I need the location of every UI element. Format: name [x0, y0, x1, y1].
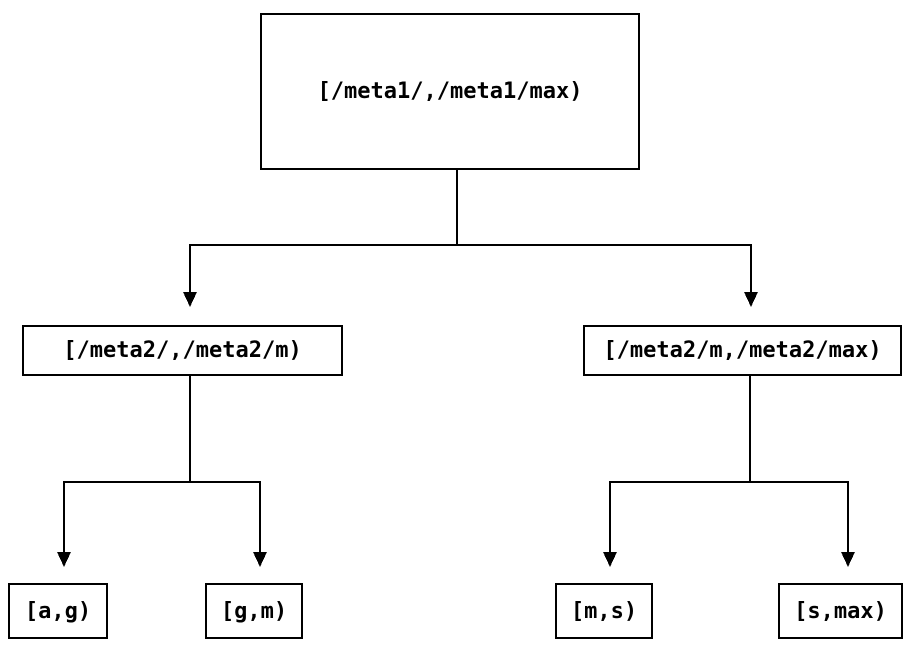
arrowhead-down-icon — [744, 292, 758, 307]
node-root-label: [/meta1/,/meta1/max) — [317, 79, 583, 104]
node-meta2-high-label: [/meta2/m,/meta2/max) — [603, 338, 882, 363]
edge-root-meta2-low — [183, 170, 458, 307]
arrowhead-down-icon — [57, 552, 71, 567]
arrowhead-down-icon — [603, 552, 617, 567]
node-leaf-s-max: [s,max) — [778, 583, 903, 639]
node-leaf-a-g-label: [a,g) — [24, 598, 92, 624]
node-meta2-high: [/meta2/m,/meta2/max) — [583, 325, 902, 376]
arrowhead-down-icon — [253, 552, 267, 567]
arrowhead-down-icon — [841, 552, 855, 567]
node-meta2-low-label: [/meta2/,/meta2/m) — [63, 338, 302, 363]
node-leaf-g-m: [g,m) — [205, 583, 303, 639]
edge-meta2-high-leaf-m-s — [603, 376, 751, 567]
edge-meta2-low-leaf-a-g — [57, 376, 191, 567]
edge-meta2-high-leaf-s-max — [749, 376, 855, 567]
edge-meta2-low-leaf-g-m — [189, 376, 267, 567]
node-leaf-g-m-label: [g,m) — [220, 598, 288, 624]
node-leaf-s-max-label: [s,max) — [794, 598, 887, 624]
node-leaf-a-g: [a,g) — [8, 583, 108, 639]
node-leaf-m-s-label: [m,s) — [570, 598, 638, 624]
node-root: [/meta1/,/meta1/max) — [260, 13, 640, 170]
arrowhead-down-icon — [183, 292, 197, 307]
node-leaf-m-s: [m,s) — [555, 583, 653, 639]
edge-root-meta2-high — [456, 170, 758, 307]
node-meta2-low: [/meta2/,/meta2/m) — [22, 325, 343, 376]
